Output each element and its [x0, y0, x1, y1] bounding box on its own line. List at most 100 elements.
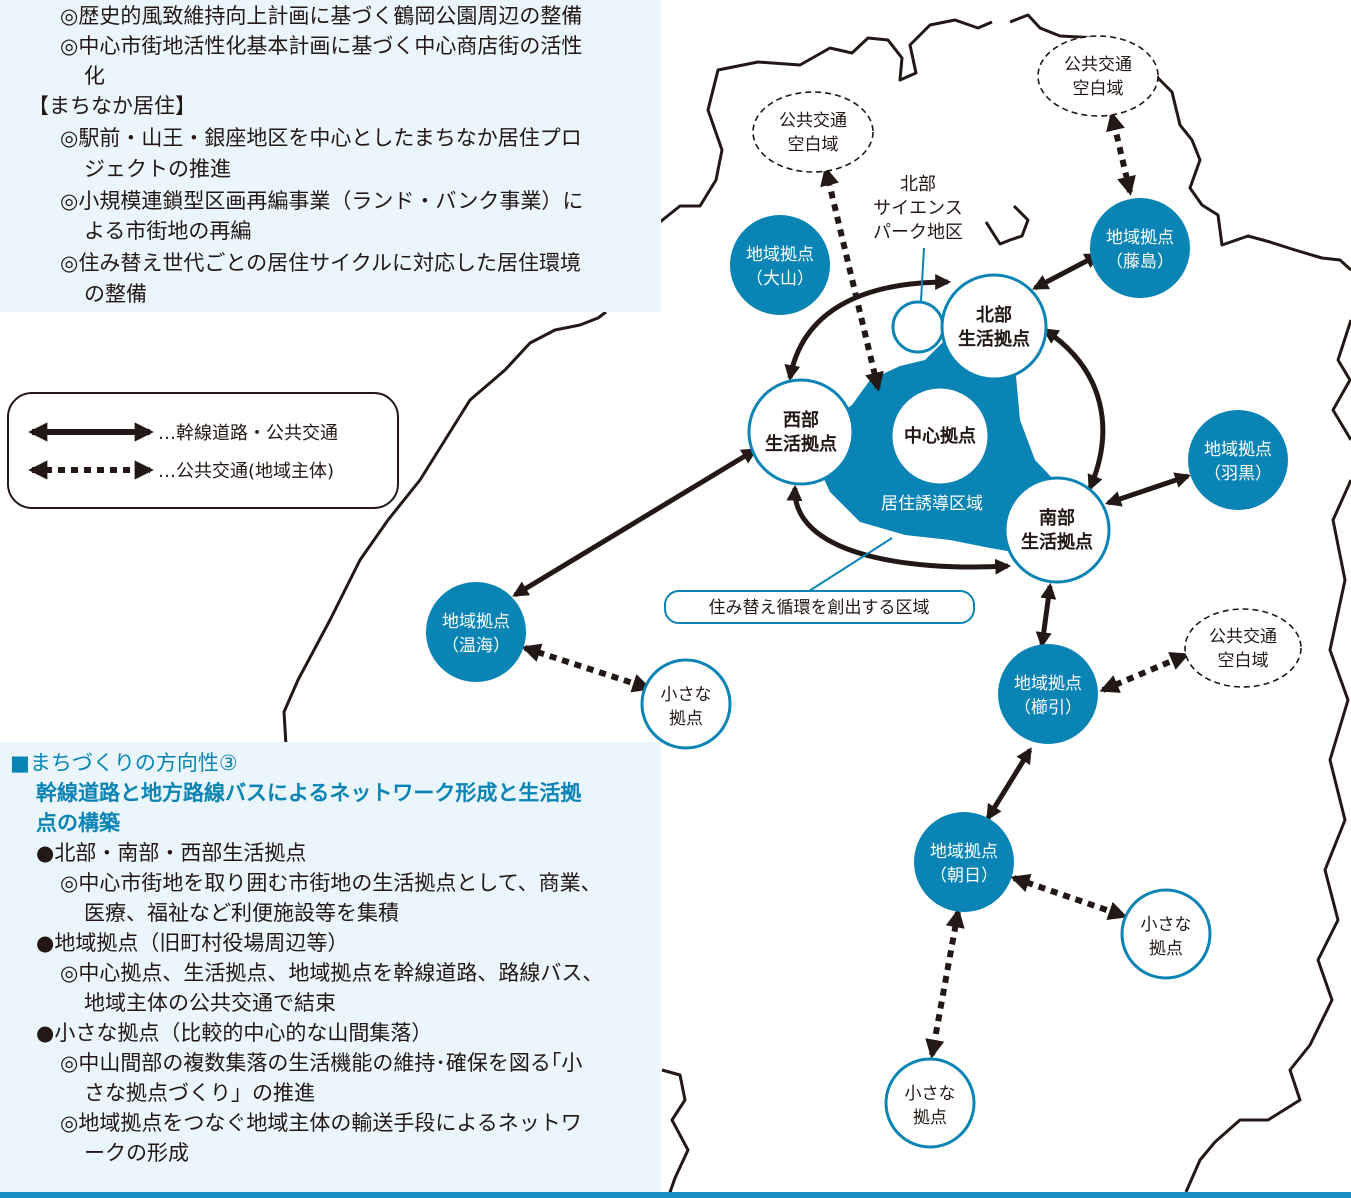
- svg-text:公共交通: 公共交通: [779, 111, 847, 131]
- policy-line: ◎駅前・山王・銀座地区を中心としたまちなか居住プロ: [60, 126, 582, 150]
- svg-text:拠点: 拠点: [913, 1108, 947, 1128]
- regional-hub-asahi: 地域拠点 （朝日）: [914, 812, 1014, 912]
- link-kushibiki-gap: [1099, 652, 1190, 693]
- svg-text:（藤島）: （藤島）: [1106, 252, 1174, 272]
- policy-line: ◎中心拠点、生活拠点、地域拠点を幹線道路、路線バス、: [60, 961, 604, 985]
- small-hub-east: 小さな 拠点: [1120, 888, 1212, 980]
- policy-line: よる市街地の再編: [84, 219, 252, 243]
- link-west-south: [786, 484, 1012, 575]
- svg-text:西部: 西部: [783, 409, 819, 431]
- network-connections: [512, 111, 1192, 1059]
- svg-text:生活拠点: 生活拠点: [1021, 531, 1093, 553]
- transit-gap-northeast: 公共交通 空白域: [1037, 35, 1159, 117]
- center-hub: 中心拠点: [889, 385, 991, 487]
- policy-bullet: ●地域拠点（旧町村役場周辺等）: [36, 931, 349, 955]
- policy-bullet: ●小さな拠点（比較的中心的な山間集落）: [36, 1021, 433, 1045]
- relocation-zone-callout: [664, 590, 975, 624]
- legend-dotted-label: …公共交通(地域主体): [158, 461, 334, 482]
- svg-text:（櫛引）: （櫛引）: [1014, 698, 1082, 718]
- svg-text:拠点: 拠点: [669, 709, 703, 729]
- policy-line: ◎中心市街地を取り囲む市街地の生活拠点として、商業、: [60, 871, 602, 895]
- science-park-label-1: 北部: [900, 174, 936, 195]
- svg-text:生活拠点: 生活拠点: [958, 328, 1030, 350]
- svg-text:（羽黒）: （羽黒）: [1204, 464, 1272, 484]
- policy-line: ークの形成: [84, 1141, 189, 1165]
- link-oyama-gap: [820, 166, 884, 392]
- policy-heading: 【まちなか居住】: [28, 94, 196, 118]
- policy-line: ジェクトの推進: [84, 157, 231, 181]
- link-atsumi-small: [521, 643, 652, 693]
- regional-hub-oyama: 地域拠点 （大山）: [730, 215, 830, 315]
- transit-gap-north: 公共交通 空白域: [752, 91, 874, 173]
- policy-line: 医療、福祉など利便施設等を集積: [84, 901, 399, 925]
- policy-line: ◎地域拠点をつなぐ地域主体の輸送手段によるネットワ: [60, 1111, 582, 1135]
- legend-solid-label: …幹線道路・公共交通: [158, 423, 338, 444]
- link-north-fujishima: [1032, 252, 1101, 291]
- link-asahi-small-south: [925, 908, 965, 1059]
- svg-text:（朝日）: （朝日）: [930, 866, 998, 886]
- regional-hub-haguro: 地域拠点 （羽黒）: [1188, 410, 1288, 510]
- residential-zone-label: 居住誘導区域: [881, 494, 983, 514]
- relocation-zone-label: 住み替え循環を創出する区域: [709, 598, 930, 618]
- direction-heading: ■まちづくりの方向性③: [10, 751, 238, 775]
- regional-hub-atsumi: 地域拠点 （温海）: [426, 582, 526, 682]
- svg-text:地域拠点: 地域拠点: [1014, 674, 1082, 694]
- small-hub-south: 小さな 拠点: [884, 1057, 976, 1149]
- regional-hub-fujishima: 地域拠点 （藤島）: [1090, 198, 1190, 298]
- svg-text:小さな: 小さな: [905, 1084, 956, 1104]
- west-life-hub: 西部 生活拠点: [747, 378, 855, 486]
- policy-line: 地域主体の公共交通で結束: [84, 991, 336, 1015]
- svg-text:空白域: 空白域: [788, 135, 839, 155]
- link-west-atsumi: [512, 447, 758, 598]
- svg-text:小さな: 小さな: [1141, 915, 1192, 935]
- policy-line: ◎中山間部の複数集落の生活機能の維持･確保を図る｢小: [60, 1051, 583, 1075]
- link-kushibiki-asahi: [985, 747, 1033, 821]
- svg-text:拠点: 拠点: [1149, 939, 1183, 959]
- svg-text:地域拠点: 地域拠点: [442, 612, 510, 632]
- link-south-haguro: [1104, 472, 1192, 507]
- svg-text:地域拠点: 地域拠点: [1106, 228, 1174, 248]
- transit-gap-east: 公共交通 空白域: [1184, 608, 1302, 688]
- direction-subheading: 点の構築: [36, 811, 120, 835]
- svg-text:地域拠点: 地域拠点: [746, 245, 814, 265]
- link-asahi-small-east: [1010, 873, 1128, 921]
- svg-text:公共交通: 公共交通: [1064, 55, 1132, 75]
- regional-hub-kushibiki: 地域拠点 （櫛引）: [998, 644, 1098, 744]
- south-life-hub: 南部 生活拠点: [1003, 476, 1111, 584]
- svg-text:生活拠点: 生活拠点: [765, 433, 837, 455]
- policy-bullet: ●北部・南部・西部生活拠点: [36, 841, 307, 865]
- svg-text:北部: 北部: [976, 304, 1012, 326]
- svg-text:地域拠点: 地域拠点: [1204, 440, 1272, 460]
- north-life-hub: 北部 生活拠点: [940, 273, 1048, 381]
- science-park-circle: [891, 300, 945, 354]
- bottom-rule: [0, 1192, 1351, 1198]
- svg-text:空白域: 空白域: [1073, 79, 1124, 99]
- svg-text:公共交通: 公共交通: [1209, 627, 1277, 647]
- link-north-south: [1042, 327, 1106, 491]
- policy-line: ◎歴史的風致維持向上計画に基づく鶴岡公園周辺の整備: [60, 4, 583, 28]
- link-fujishima-gap: [1106, 111, 1136, 196]
- link-south-kushibiki: [1035, 582, 1057, 649]
- direction-subheading: 幹線道路と地方路線バスによるネットワーク形成と生活拠: [36, 781, 582, 805]
- science-park-label-3: パーク地区: [873, 222, 963, 243]
- svg-text:（温海）: （温海）: [442, 636, 510, 656]
- svg-text:空白域: 空白域: [1218, 651, 1269, 671]
- policy-line: ◎中心市街地活性化基本計画に基づく中心商店街の活性: [60, 34, 583, 58]
- policy-panel-top: ◎歴史的風致維持向上計画に基づく鶴岡公園周辺の整備 ◎中心市街地活性化基本計画に…: [0, 0, 661, 312]
- science-park-label-2: サイエンス: [873, 198, 962, 219]
- policy-line: の整備: [84, 282, 147, 306]
- policy-line: ◎小規模連鎖型区画再編事業（ランド・バンク事業）に: [60, 189, 584, 213]
- policy-line: さな拠点づくり」の推進: [84, 1081, 315, 1105]
- center-hub-label: 中心拠点: [904, 425, 976, 447]
- svg-text:南部: 南部: [1039, 507, 1075, 529]
- policy-line: ◎住み替え世代ごとの居住サイクルに対応した居住環境: [60, 251, 582, 275]
- policy-line: 化: [84, 64, 105, 88]
- legend: …幹線道路・公共交通 …公共交通(地域主体): [7, 392, 399, 509]
- svg-text:地域拠点: 地域拠点: [930, 842, 998, 862]
- relocation-zone-leader: [805, 537, 893, 594]
- small-hub-west: 小さな 拠点: [640, 658, 732, 750]
- svg-text:小さな: 小さな: [661, 685, 712, 705]
- svg-text:（大山）: （大山）: [746, 269, 814, 289]
- policy-panel-bottom: ■まちづくりの方向性③ 幹線道路と地方路線バスによるネットワーク形成と生活拠 点…: [0, 742, 661, 1192]
